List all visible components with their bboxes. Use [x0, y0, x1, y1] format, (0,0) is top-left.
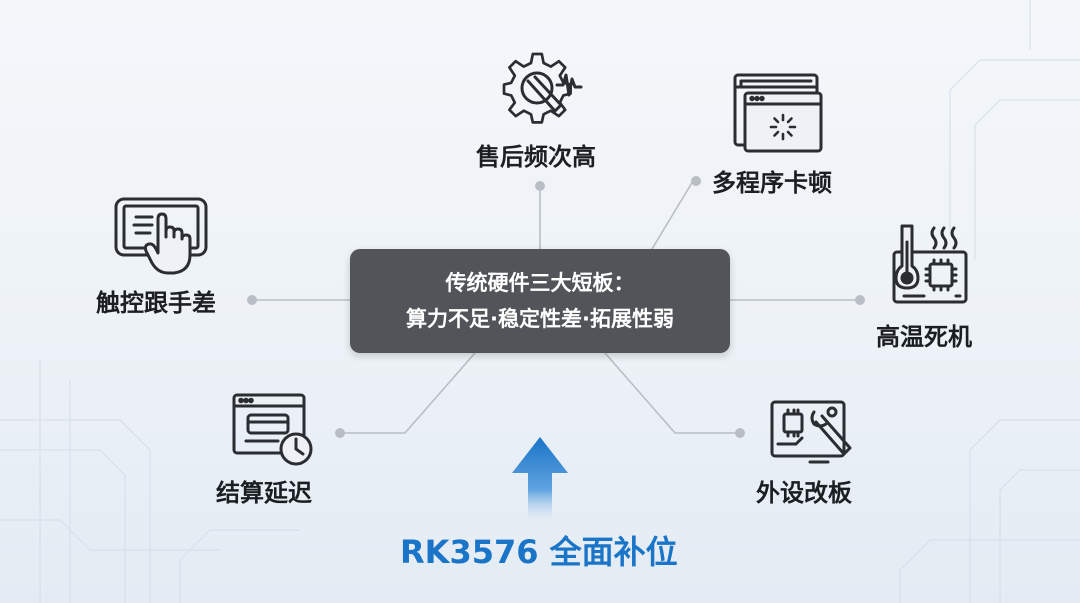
endpoint-dot-touch-lag [247, 295, 257, 305]
label-after-sales: 售后频次高 [476, 143, 596, 171]
label-peripheral: 外设改板 [756, 479, 852, 507]
label-touch-lag: 触控跟手差 [96, 289, 216, 317]
center-subtitle: 算力不足·稳定性差·拓展性弱 [406, 307, 674, 331]
arrow-up-icon [510, 435, 570, 525]
connector-peripheral [604, 352, 740, 434]
bottom-title: RK3576 全面补位 [400, 533, 678, 571]
gear-wrench-icon [495, 45, 585, 135]
endpoint-dot-settle-delay [335, 428, 345, 438]
connector-multi-lag [651, 180, 694, 250]
tablet-touch-icon [112, 193, 212, 279]
connector-settle-delay [340, 352, 476, 434]
endpoint-dot-after-sales [535, 181, 545, 191]
center-summary-box: 传统硬件三大短板： 算力不足·稳定性差·拓展性弱 [350, 249, 730, 353]
center-title: 传统硬件三大短板： [445, 271, 635, 295]
endpoint-dot-peripheral [735, 428, 745, 438]
label-multi-lag: 多程序卡顿 [712, 169, 832, 197]
window-clock-icon [232, 393, 316, 467]
label-overheat: 高温死机 [876, 323, 972, 351]
label-settle-delay: 结算延迟 [216, 479, 312, 507]
browser-loading-icon [733, 73, 825, 153]
endpoint-dot-overheat [855, 295, 865, 305]
thermometer-chip-icon [888, 222, 970, 308]
board-wrench-icon [770, 398, 858, 468]
endpoint-dot-multi-lag [691, 176, 701, 186]
